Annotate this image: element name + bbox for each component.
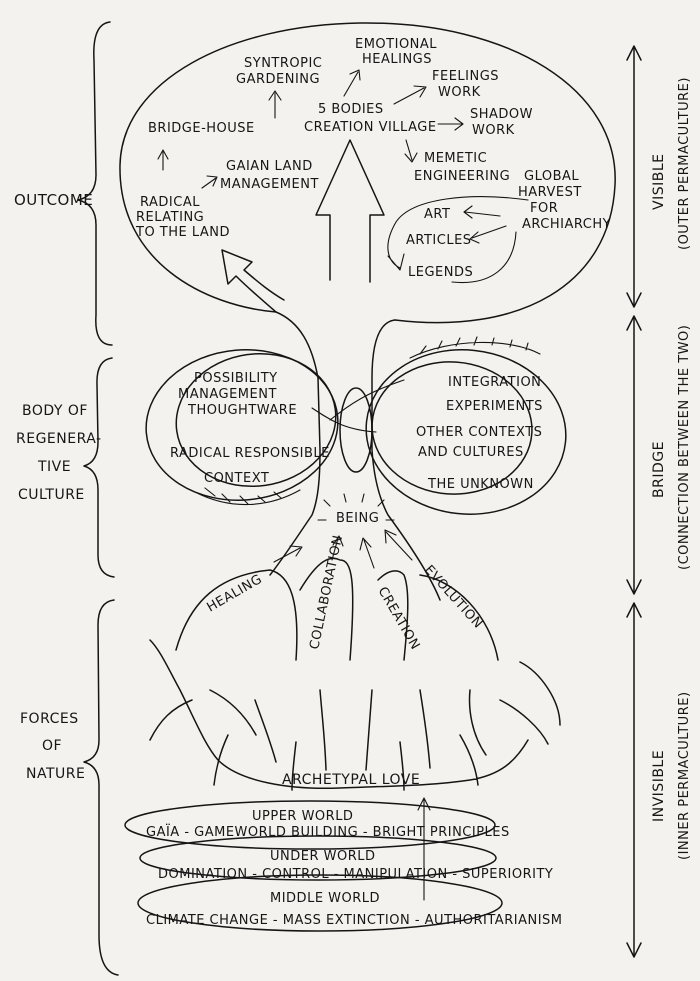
arrow-to-bridge-house (157, 149, 169, 171)
forces-label-line3: NATURE (26, 766, 85, 782)
arrow-evolution (384, 529, 413, 561)
harvest-loop (387, 196, 529, 284)
arrow-to-syntropic (268, 90, 282, 119)
possibility-line1: POSSIBILITY (194, 371, 278, 386)
outcome-brace (77, 21, 113, 346)
tree-canopy (119, 22, 616, 324)
body-brace (83, 357, 115, 578)
upper-world-ellipse (124, 800, 496, 850)
visible-sublabel: (OUTER PERMACULTURE) (677, 77, 692, 250)
feelings-line1: FEELINGS (432, 69, 499, 84)
arrow-to-gaian (201, 175, 218, 189)
under-world-title: UNDER WORLD (270, 849, 376, 864)
radical-line2: RELATING (136, 210, 204, 225)
bridge-arrow (626, 315, 642, 595)
memetic-line1: MEMETIC (424, 151, 487, 166)
context-label: CONTEXT (204, 471, 269, 486)
gaian-line1: GAIAN LAND (226, 159, 313, 174)
root-pillars (175, 557, 499, 661)
art-label: ART (424, 207, 450, 222)
forces-label-line2: OF (42, 738, 62, 754)
middle-world-text: CLIMATE CHANGE - MASS EXTINCTION - AUTHO… (146, 913, 563, 928)
being-label: BEING (336, 511, 379, 526)
syntropic-line1: SYNTROPIC (244, 56, 322, 71)
radical-line1: RADICAL (140, 195, 200, 210)
being-rays (317, 493, 395, 521)
bridge-label: BRIDGE (651, 441, 667, 498)
radical-line3: TO THE LAND (135, 225, 230, 240)
middle-world-title: MIDDLE WORLD (270, 891, 380, 906)
forces-brace (83, 599, 119, 976)
body-label-line3: TIVE (37, 459, 71, 475)
creation-label: CREATION (375, 585, 423, 653)
infinity-loop (145, 336, 567, 515)
invisible-label: INVISIBLE (651, 750, 667, 822)
arrow-to-feelings (393, 85, 427, 105)
articles-label: ARTICLES (406, 233, 472, 248)
worlds-arrow (417, 797, 431, 901)
invisible-arrow (626, 602, 642, 958)
tree-roots (149, 639, 561, 791)
emotional-line2: HEALINGS (362, 52, 432, 67)
evolution-label: EVOLUTION (421, 563, 485, 632)
visible-arrow (626, 45, 642, 308)
bridge-house: BRIDGE-HOUSE (148, 121, 255, 136)
global-line1: GLOBAL (524, 169, 579, 184)
collaboration-label: COLLABORATION (307, 534, 346, 651)
feelings-line2: WORK (438, 85, 481, 100)
memetic-line2: ENGINEERING (414, 169, 510, 184)
global-line2: HARVEST (518, 185, 582, 200)
under-world-text: DOMINATION - CONTROL - MANIPULATION - SU… (158, 867, 553, 882)
under-world-ellipse (139, 835, 497, 881)
integration-line1: INTEGRATION (448, 375, 541, 390)
possibility-line2: MANAGEMENT (178, 387, 277, 402)
invisible-sublabel: (INNER PERMACULTURE) (677, 691, 692, 860)
legends-label: LEGENDS (408, 265, 473, 280)
upper-world-text: GAÏA - GAMEWORLD BUILDING - BRIGHT PRINC… (146, 824, 510, 840)
global-line3: FOR (530, 201, 558, 216)
body-label-line2: REGENERA- (16, 431, 102, 447)
integration-line2: EXPERIMENTS (446, 399, 543, 414)
arrow-to-memetic (404, 139, 418, 163)
arrow-healing (273, 545, 303, 563)
bodies-line1: 5 BODIES (318, 102, 384, 117)
other-line2: AND CULTURES (418, 445, 524, 460)
bodies-line2: CREATION VILLAGE (304, 120, 437, 135)
gaian-line2: MANAGEMENT (220, 177, 319, 192)
middle-world-ellipse (137, 874, 503, 932)
tree-trunk (221, 139, 441, 601)
shadow-line1: SHADOW (470, 107, 533, 122)
radical-responsible: RADICAL RESPONSIBLE (170, 446, 330, 461)
syntropic-line2: GARDENING (236, 72, 320, 87)
body-label-line1: BODY OF (22, 403, 88, 419)
other-line1: OTHER CONTEXTS (416, 425, 542, 440)
bridge-sublabel: (CONNECTION BETWEEN THE TWO) (677, 325, 692, 570)
arrow-to-emotional (343, 69, 361, 97)
visible-label: VISIBLE (651, 154, 667, 210)
body-label-line4: CULTURE (18, 487, 85, 503)
upper-world-title: UPPER WORLD (252, 809, 353, 824)
arrow-to-shadow (437, 117, 464, 131)
emotional-line1: EMOTIONAL (355, 37, 437, 52)
forces-label-line1: FORCES (20, 711, 79, 727)
unknown-label: THE UNKNOWN (427, 477, 534, 492)
shadow-line2: WORK (472, 123, 515, 138)
arrow-collaboration (331, 535, 344, 561)
possibility-line3: THOUGHTWARE (187, 403, 297, 418)
archetypal-love: ARCHETYPAL LOVE (282, 772, 420, 788)
global-line4: ARCHIARCHY (522, 217, 611, 232)
outcome-label: OUTCOME (14, 191, 93, 209)
arrow-creation (359, 537, 375, 569)
